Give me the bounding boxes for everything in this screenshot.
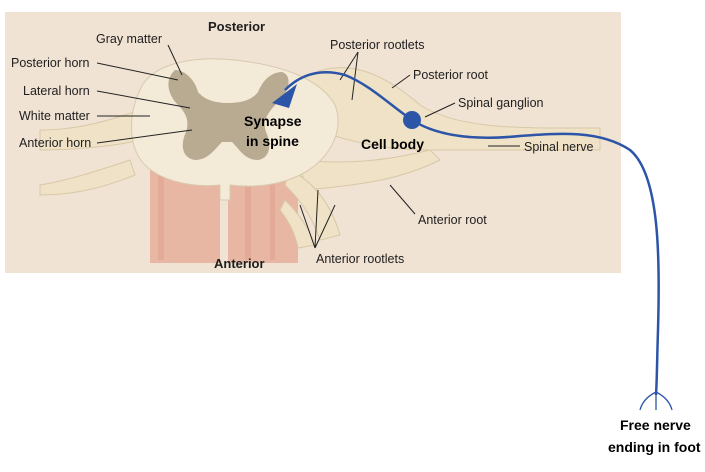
- left-nerve-roots: [39, 109, 141, 196]
- label-posterior: Posterior: [208, 19, 265, 34]
- annotation-free-nerve-line2: ending in foot: [608, 439, 701, 455]
- free-nerve-ending-icon: [639, 391, 673, 411]
- label-posterior-horn: Posterior horn: [11, 56, 90, 70]
- label-spinal-ganglion: Spinal ganglion: [458, 96, 544, 110]
- label-gray-matter: Gray matter: [96, 32, 162, 46]
- gray-matter-butterfly: [168, 70, 289, 160]
- anterior-rootlets-fan: [279, 169, 341, 249]
- label-anterior-horn: Anterior horn: [19, 136, 91, 150]
- label-posterior-rootlets: Posterior rootlets: [330, 38, 424, 52]
- annotation-synapse-line1: Synapse: [244, 113, 302, 129]
- label-anterior: Anterior: [214, 256, 265, 271]
- annotation-synapse-line2: in spine: [246, 133, 299, 149]
- label-spinal-nerve: Spinal nerve: [524, 140, 594, 154]
- leader-lines: [96, 44, 520, 249]
- annotation-cell-body: Cell body: [361, 136, 424, 152]
- label-anterior-rootlets: Anterior rootlets: [316, 252, 404, 266]
- label-anterior-root: Anterior root: [418, 213, 487, 227]
- label-posterior-root: Posterior root: [413, 68, 489, 82]
- annotation-free-nerve-line1: Free nerve: [620, 417, 691, 433]
- synapse-terminal-icon: [272, 84, 297, 108]
- sensory-neuron-path: [284, 71, 660, 396]
- right-nerve-roots: [299, 67, 601, 191]
- label-lateral-horn: Lateral horn: [23, 84, 90, 98]
- label-white-matter: White matter: [19, 109, 90, 123]
- cell-body-icon: [403, 111, 421, 129]
